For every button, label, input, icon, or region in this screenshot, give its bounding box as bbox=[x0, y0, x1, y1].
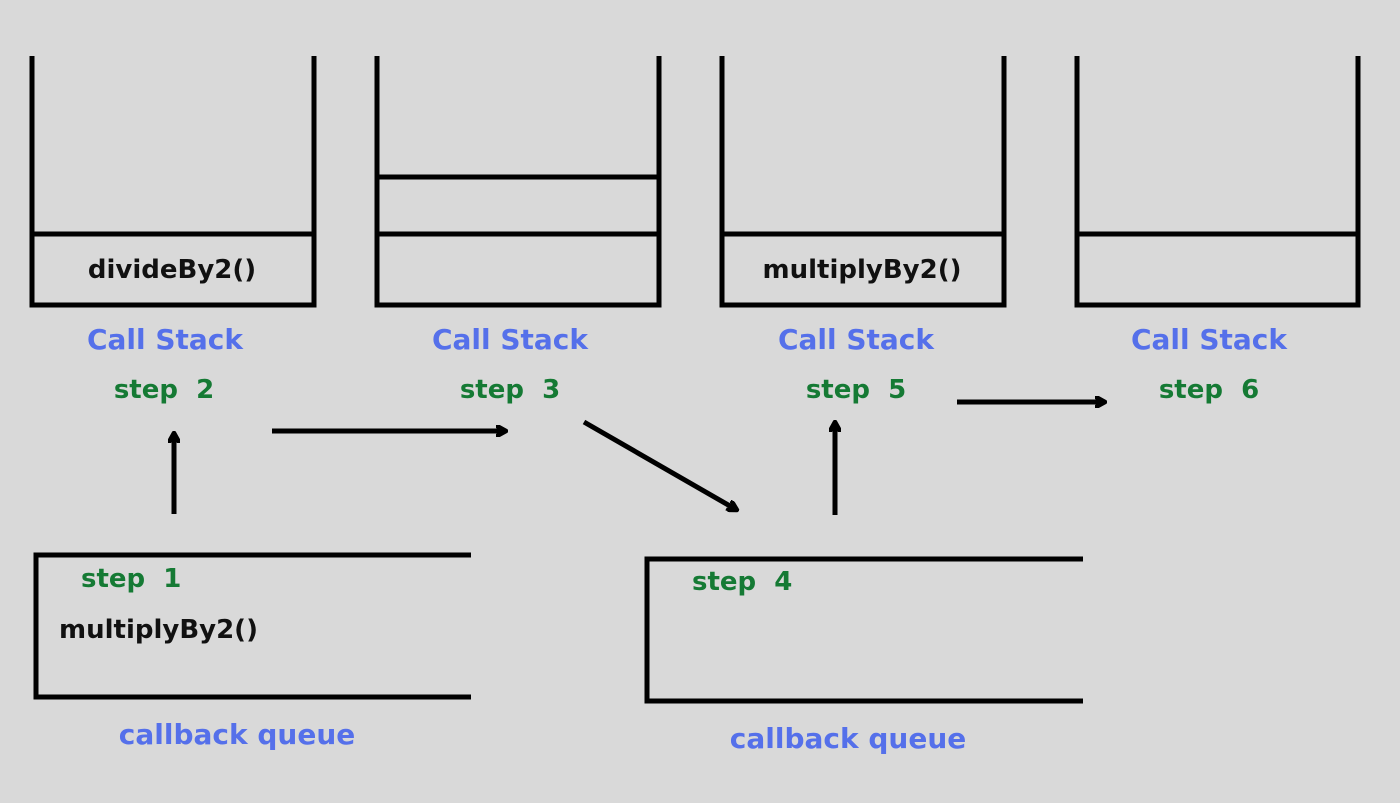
step-5-label: step 5 bbox=[805, 375, 907, 405]
stack-frame-multiplyby2: multiplyBy2() bbox=[762, 255, 962, 285]
callback-queue-1 bbox=[33, 552, 471, 700]
call-stack-2 bbox=[374, 56, 662, 308]
step-3-label: step 3 bbox=[459, 375, 561, 405]
queue-item-multiplyby2: multiplyBy2() bbox=[59, 615, 258, 645]
call-stack-caption-4: Call Stack bbox=[1130, 323, 1288, 356]
callback-queue-caption-1: callback queue bbox=[118, 718, 356, 751]
step-4-label: step 4 bbox=[692, 567, 793, 597]
call-stack-caption-3: Call Stack bbox=[777, 323, 935, 356]
call-stack-3 bbox=[719, 56, 1007, 308]
step-2-label: step 2 bbox=[113, 375, 215, 405]
call-stack-caption-1: Call Stack bbox=[86, 323, 244, 356]
step-6-label: step 6 bbox=[1158, 375, 1260, 405]
callback-queue-2 bbox=[644, 556, 1083, 704]
arrow-step3-to-step4 bbox=[582, 419, 737, 510]
call-stack-caption-2: Call Stack bbox=[431, 323, 589, 356]
step-1-label: step 1 bbox=[81, 564, 182, 594]
stack-frame-divideby2: divideBy2() bbox=[87, 255, 257, 285]
call-stack-4 bbox=[1074, 56, 1361, 308]
callback-queue-caption-2: callback queue bbox=[729, 722, 967, 755]
call-stack-1 bbox=[29, 56, 317, 308]
